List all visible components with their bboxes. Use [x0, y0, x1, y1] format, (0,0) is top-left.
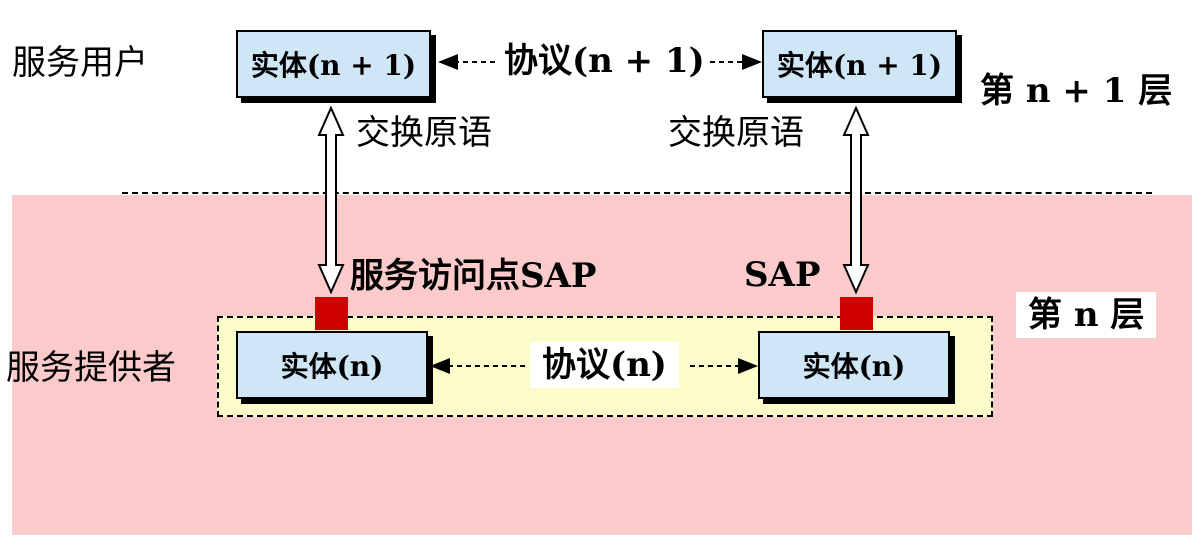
- entity-n1-right: 实体(n + 1): [762, 30, 957, 98]
- sap-right-square: [840, 297, 873, 330]
- protocol-n-label: 协议(n): [530, 342, 679, 388]
- service-provider-label: 服务提供者: [6, 348, 176, 388]
- protocol-n1-label: 协议(n + 1): [504, 41, 705, 81]
- entity-n-left: 实体(n): [236, 331, 428, 399]
- primitive-arrow-right: [842, 105, 870, 295]
- primitive-arrow-left: [317, 105, 345, 295]
- layer-n-label: 第 n 层: [1016, 292, 1157, 338]
- sap-left-square: [315, 297, 348, 330]
- layer-divider: [122, 192, 1152, 194]
- primitive-right-label: 交换原语: [668, 113, 804, 153]
- entity-n1-left: 实体(n + 1): [236, 30, 431, 98]
- service-user-label: 服务用户: [12, 43, 148, 83]
- layer-n1-label: 第 n + 1 层: [980, 71, 1173, 111]
- sap-right-label: SAP: [744, 255, 821, 295]
- sap-left-label: 服务访问点SAP: [350, 256, 597, 296]
- entity-n-right: 实体(n): [758, 331, 950, 399]
- primitive-left-label: 交换原语: [356, 113, 492, 153]
